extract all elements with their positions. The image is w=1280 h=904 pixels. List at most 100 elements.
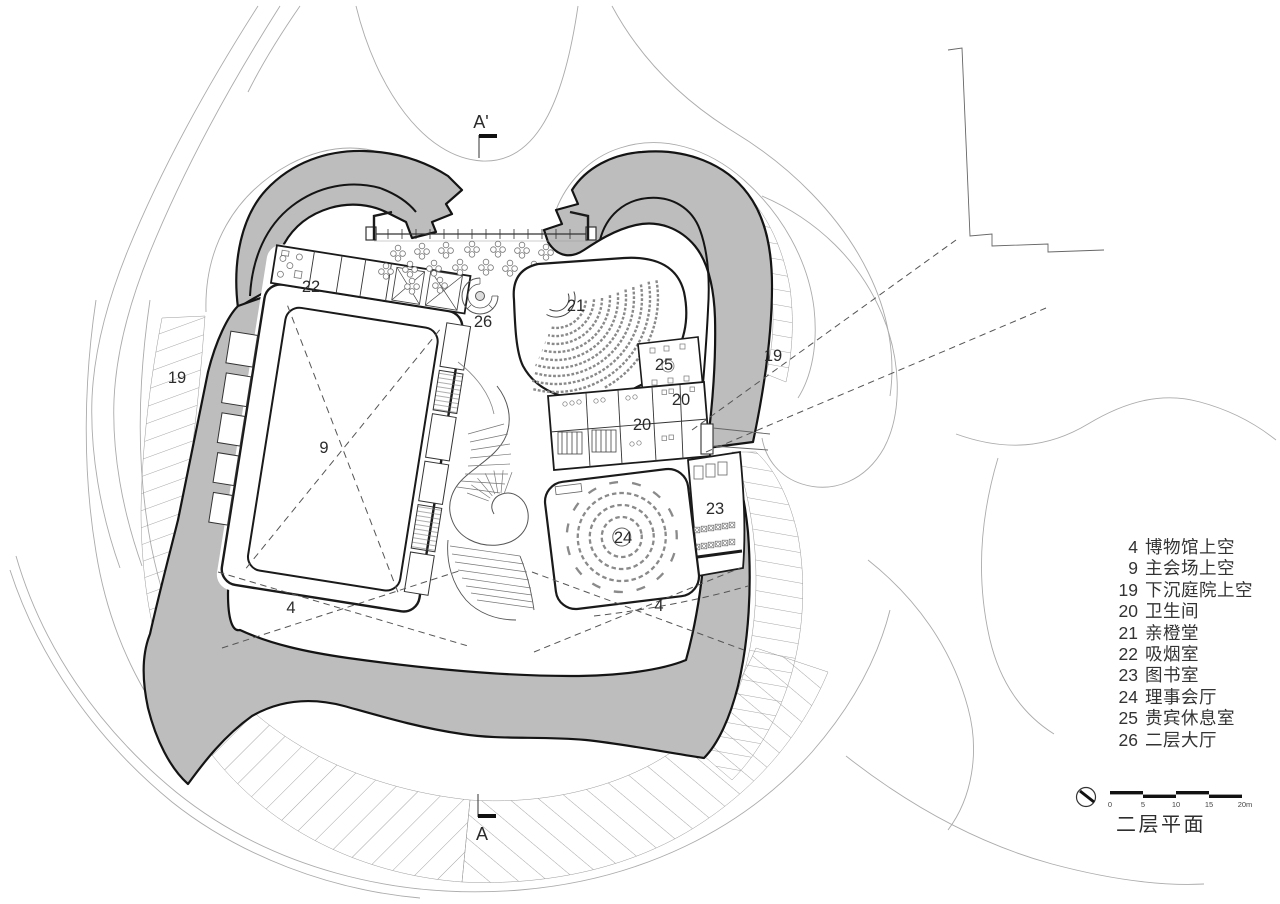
plan-label-20a: 20: [672, 391, 690, 409]
site-curve: [15, 555, 891, 893]
wc-fixtures: [562, 386, 695, 447]
legend-label: 卫生间: [1145, 601, 1199, 622]
site-curve: [761, 195, 898, 488]
section-marker-bottom: A: [476, 794, 496, 844]
gray-internal-lines: [249, 183, 710, 443]
legend-num: 22: [1118, 644, 1138, 665]
legend-num: 24: [1118, 686, 1138, 707]
legend-label: 理事会厅: [1145, 686, 1217, 707]
hatch-band-right: [703, 451, 804, 781]
scale-tick-20m: 20m: [1238, 800, 1253, 809]
column-box: [585, 226, 597, 241]
legend-label: 贵宾休息室: [1145, 708, 1235, 729]
stage-arcs: [546, 291, 576, 318]
legend-row: 9 主会场上空: [1112, 558, 1253, 579]
legend-row: 4 博物馆上空: [1112, 537, 1253, 558]
legend-row: 24 理事会厅: [1112, 687, 1253, 708]
plan-label-22: 22: [302, 278, 320, 296]
section-label-top: A': [473, 112, 488, 132]
plan-number-labels: 22 26 21 25 20 20 23 24 9 19 19 4 4: [168, 278, 782, 617]
left-block-museum-hall: [208, 244, 473, 619]
plan-label-19-right: 19: [764, 347, 782, 365]
plan-label-19-left: 19: [168, 369, 186, 387]
scale-tick-10: 10: [1172, 800, 1180, 809]
table-cluster: [414, 242, 430, 260]
room-9-main-hall: [246, 306, 439, 592]
legend-row: 19 下沉庭院上空: [1112, 580, 1253, 601]
plan-label-23: 23: [706, 500, 724, 518]
plan-label-24: 24: [614, 529, 632, 547]
legend-label: 亲橙堂: [1145, 622, 1199, 643]
legend-label: 主会场上空: [1145, 558, 1235, 579]
scale-tick-5: 5: [1141, 800, 1145, 809]
site-curve: [981, 457, 1055, 735]
site-curve: [555, 142, 816, 399]
plan-label-4-left: 4: [286, 599, 295, 617]
section-marker-top: A': [473, 112, 497, 158]
table-cluster: [390, 244, 406, 262]
legend-label: 吸烟室: [1145, 644, 1199, 665]
legend-num: 20: [1118, 601, 1138, 622]
site-curve: [845, 755, 1205, 885]
legend-num: 25: [1118, 708, 1138, 729]
legend-row: 22 吸烟室: [1112, 644, 1253, 665]
plan-label-4-right: 4: [654, 597, 663, 615]
legend-num: 19: [1118, 579, 1138, 600]
ridge-left: [249, 183, 417, 297]
scale-tick-0: 0: [1108, 800, 1112, 809]
ridge-right: [599, 196, 710, 443]
plaza-arc: [355, 5, 579, 162]
legend-label: 二层大厅: [1145, 729, 1217, 750]
site-curve: [955, 397, 1277, 446]
room-23-library: [687, 450, 746, 578]
bridge-junction: [700, 423, 771, 455]
plan-label-21: 21: [567, 297, 585, 315]
legend-num: 4: [1128, 537, 1138, 557]
dashed-arc: [593, 585, 749, 617]
table-cluster: [490, 240, 506, 258]
site-context-lines: [9, 5, 1277, 899]
void-4-right-diagonal: [531, 571, 745, 651]
section-label-bottom: A: [476, 824, 488, 844]
legend-num: 21: [1118, 622, 1138, 643]
table-cluster: [514, 241, 530, 259]
road-line: [113, 5, 281, 567]
dashed-projection-lines: [217, 239, 1047, 653]
entrance-step-wall-right: [569, 210, 590, 240]
room-9-dashed-diagonals: [245, 305, 441, 593]
right-service-rooms: [403, 322, 472, 596]
gray-wing-right: [542, 150, 774, 450]
stair-steps-hook: [466, 470, 513, 502]
stair-steps-lower: [449, 545, 535, 609]
plan-label-25: 25: [655, 356, 673, 374]
room-22-furniture: [277, 249, 303, 279]
landscape-ramp-hatching: [140, 199, 829, 883]
void-4-left-diagonal: [221, 569, 463, 649]
plan-label-20b: 20: [633, 416, 651, 434]
plan-label-9: 9: [319, 439, 328, 457]
legend-num: 23: [1118, 665, 1138, 686]
column-box: [365, 226, 377, 241]
legend-label: 下沉庭院上空: [1145, 579, 1253, 600]
legend-row: 21 亲橙堂: [1112, 623, 1253, 644]
table-cluster: [438, 241, 454, 259]
left-service-closets: [208, 330, 259, 526]
stair-box: [557, 429, 617, 455]
site-curve: [85, 299, 145, 691]
legend: 4 博物馆上空 9 主会场上空 19 下沉庭院上空 20 卫生间 21 亲橙堂 22 吸烟室…: [1112, 537, 1253, 751]
entrance-step-wall-left: [372, 210, 393, 240]
gray-band-left-bottom: [142, 292, 751, 786]
table-cluster: [464, 240, 480, 258]
legend-label: 博物馆上空: [1145, 537, 1235, 557]
property-boundary-line: [947, 47, 1105, 253]
site-curve: [867, 559, 974, 831]
legend-row: 25 贵宾休息室: [1112, 708, 1253, 729]
legend-num: 9: [1128, 558, 1138, 579]
site-curve: [611, 5, 893, 397]
site-curve: [9, 569, 421, 899]
road-line: [247, 5, 301, 93]
legend-row: 20 卫生间: [1112, 601, 1253, 622]
